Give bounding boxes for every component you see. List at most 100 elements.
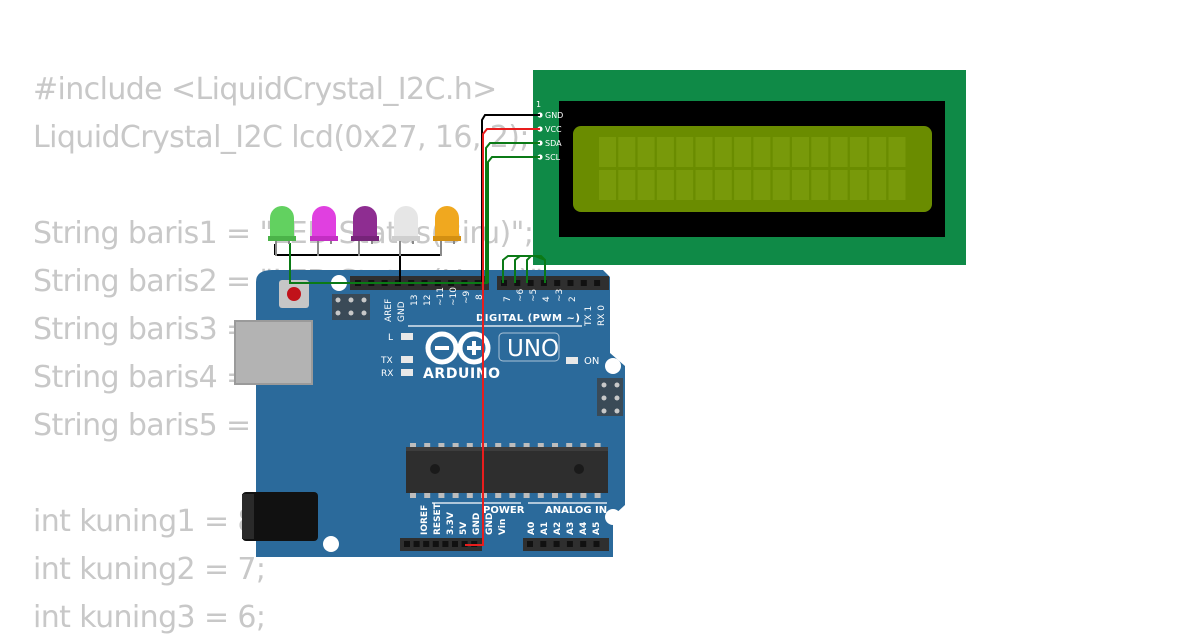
pin-label-a5: A5 <box>592 522 602 535</box>
chip-leg <box>466 493 473 498</box>
pin-label-3v3: 3.3V <box>446 512 456 535</box>
lcd-char-cell <box>753 170 771 200</box>
led-orange[interactable] <box>433 206 461 256</box>
mounting-hole <box>605 358 621 374</box>
wire-lcd-sda[interactable] <box>485 142 540 283</box>
lcd-char-cell <box>599 170 616 200</box>
chip-leg <box>566 443 573 448</box>
on-led-label: ON <box>584 356 599 367</box>
pin-label-gnd2: GND <box>485 513 495 535</box>
header-pin <box>423 541 430 547</box>
pin-label-a4: A4 <box>579 522 589 535</box>
wire-lcd-scl[interactable] <box>487 156 540 283</box>
pin-label-7: 7 <box>503 296 513 302</box>
led-flange <box>268 236 296 241</box>
lcd-char-cell <box>618 137 636 167</box>
lcd-char-cell <box>830 137 848 167</box>
header-pin <box>580 541 587 547</box>
arduino-uno-board[interactable]: AREF GND 13 12 ~11 ~10 ~9 8 7 ~6 ~5 4 ~3… <box>234 270 625 557</box>
l-led-label: L <box>388 333 393 343</box>
lcd-char-cell <box>618 170 636 200</box>
digital-header-right[interactable] <box>497 276 609 290</box>
header-pin <box>540 280 547 286</box>
header-pin <box>404 541 410 547</box>
code-line: int kuning3 = 6; <box>33 600 266 635</box>
chip-leg <box>509 493 516 498</box>
header-pin <box>553 541 560 547</box>
header-pin <box>413 541 420 547</box>
pin-label-tx: TX 1 <box>584 306 594 327</box>
pin-label-13: 13 <box>410 295 420 306</box>
lcd-character-grid <box>599 137 906 200</box>
lcd-char-cell <box>772 137 790 167</box>
led-purple[interactable] <box>351 206 379 256</box>
led-body <box>270 206 294 238</box>
pin-label-5: ~5 <box>529 289 539 302</box>
chip-leg <box>452 493 459 498</box>
lcd-char-cell <box>811 170 829 200</box>
code-line: int kuning2 = 7; <box>33 552 266 587</box>
pin-label-a0: A0 <box>527 522 537 535</box>
power-label: POWER <box>483 505 525 516</box>
tx-led <box>401 356 413 363</box>
chip-leg <box>566 493 573 498</box>
analog-header[interactable] <box>523 538 609 551</box>
lcd-char-cell <box>695 137 713 167</box>
chip-leg <box>452 443 459 448</box>
led-flange <box>392 236 420 241</box>
arduino-logo-icon <box>425 331 491 365</box>
led-flange <box>433 236 461 241</box>
icsp-header-top <box>332 294 370 320</box>
mounting-hole <box>323 536 339 552</box>
usb-connector-face <box>236 322 311 383</box>
reset-button-cap <box>287 287 301 301</box>
lcd-char-cell <box>637 170 655 200</box>
lcd-char-cell <box>869 137 887 167</box>
header-pin <box>452 541 458 547</box>
pin-label-5v: 5V <box>459 522 469 535</box>
lcd-char-cell <box>714 170 732 200</box>
code-line: String baris3 = <box>33 312 260 347</box>
lcd-char-cell <box>753 137 771 167</box>
wire-led-signal-a[interactable] <box>502 255 546 283</box>
chip-leg <box>537 443 544 448</box>
chip-leg <box>580 443 587 448</box>
led-magenta[interactable] <box>310 206 338 256</box>
chip-leg <box>594 493 601 498</box>
wire-led1-signal[interactable] <box>289 243 488 284</box>
wire-lcd-vcc[interactable] <box>465 128 540 546</box>
header-pin <box>432 541 439 547</box>
lcd-char-cell <box>792 137 809 167</box>
chip-leg <box>594 443 601 448</box>
on-led <box>566 357 578 364</box>
pin-label-4: 4 <box>542 296 552 302</box>
chip-leg <box>495 493 502 498</box>
pin-label-ioref: IOREF <box>420 505 430 535</box>
led-white[interactable] <box>392 206 420 256</box>
led-body <box>435 206 459 238</box>
lcd-char-cell <box>734 137 752 167</box>
pin-label-6: ~6 <box>516 288 526 302</box>
mounting-hole <box>605 509 621 525</box>
header-pin <box>461 541 468 547</box>
led-row <box>268 206 461 256</box>
wire-led-signal-b[interactable] <box>526 255 532 283</box>
lcd-char-cell <box>695 170 713 200</box>
lcd-char-cell <box>676 137 694 167</box>
wire-lcd-gnd[interactable] <box>481 114 540 283</box>
lcd-module[interactable]: 1 GND VCC SDA SCL <box>533 70 966 265</box>
header-pin <box>554 280 561 286</box>
chip-leg <box>466 443 473 448</box>
digital-pin-labels-left: AREF GND 13 12 ~11 ~10 ~9 8 <box>384 287 485 322</box>
chip-leg <box>410 443 416 448</box>
analog-label: ANALOG IN <box>545 505 607 516</box>
code-line: #include <LiquidCrystal_I2C.h> <box>33 72 497 107</box>
header-pin <box>593 541 600 547</box>
chip-leg <box>424 443 431 448</box>
led-green[interactable] <box>268 206 296 256</box>
chip-leg <box>580 493 587 498</box>
lcd-char-cell <box>830 170 848 200</box>
chip-leg <box>523 493 530 498</box>
lcd-pin-label: SCL <box>545 153 561 162</box>
chip-leg <box>537 493 544 498</box>
